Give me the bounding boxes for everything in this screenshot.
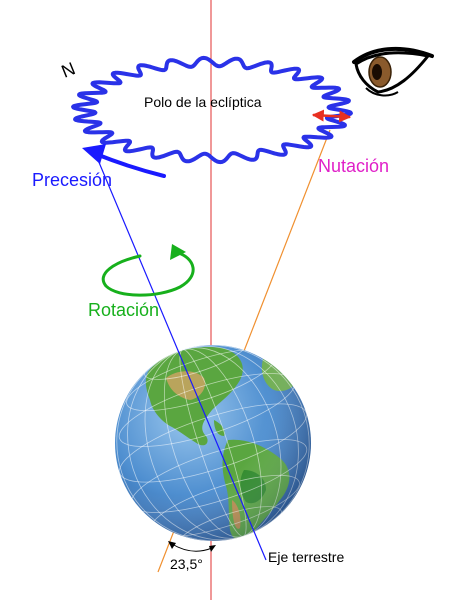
earth-axis-label: Eje terrestre: [268, 549, 345, 565]
axial-tilt-angle-arc: [171, 543, 213, 552]
precession-arrow-head: [82, 144, 106, 164]
earth-axis-line: [97, 159, 267, 561]
axial-tilt-angle-label: 23,5°: [170, 556, 203, 572]
rotation-arrow-head: [170, 244, 186, 260]
precession-wavy-ring: [71, 55, 353, 165]
nutation-label: Nutación: [318, 156, 390, 176]
ecliptic-pole-label: Polo de la eclíptica: [144, 94, 262, 110]
rotation-arrow: [101, 250, 195, 297]
observer-eye-icon: [352, 46, 434, 97]
rotation-label: Rotación: [88, 300, 160, 320]
precession-label: Precesión: [32, 170, 113, 190]
earth-globe: [115, 345, 311, 541]
nutation-arrow: [311, 109, 352, 123]
